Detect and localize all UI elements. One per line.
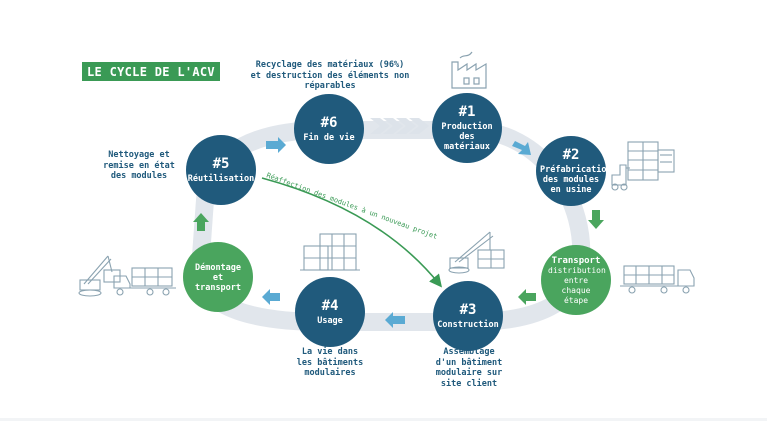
- arrow-right-icon: [266, 137, 286, 153]
- demontage-label: Démontage et transport: [194, 263, 242, 293]
- forklift-icon: [611, 141, 675, 191]
- reassignment-arrow: [261, 177, 442, 288]
- node-1: #1 Production des matériaux: [432, 93, 502, 163]
- node-2-number: #2: [562, 147, 580, 163]
- crane-icon: [448, 231, 505, 274]
- truck-icon: [620, 265, 695, 294]
- caption-cleaning: Nettoyage et remise en état des modules: [103, 150, 175, 181]
- caption-usage: La vie dans les bâtiments modulaires: [296, 347, 364, 378]
- node-transport: Transport distribution entre chaque étap…: [541, 245, 611, 315]
- node-5-number: #5: [212, 156, 230, 172]
- arrow-down-right-icon: [512, 141, 531, 155]
- transport-label: Transport: [551, 256, 601, 266]
- transport-sublabel: distribution entre chaque étape: [548, 266, 606, 305]
- arrow-down-icon: [588, 210, 604, 229]
- node-5-label: Réutilisation: [187, 174, 255, 184]
- node-2: #2 Préfabrication des modules en usine: [536, 136, 612, 206]
- arrow-left-icon-2: [262, 289, 280, 305]
- green-arrows: [193, 210, 604, 305]
- node-4-label: Usage: [317, 316, 343, 326]
- caption-assembly: Assemblage d'un bâtiment modulaire sur s…: [435, 347, 503, 389]
- node-4-number: #4: [321, 298, 339, 314]
- caption-recycling: Recyclage des matériaux (96%) et destruc…: [250, 60, 410, 91]
- node-6-number: #6: [320, 115, 338, 131]
- node-demontage: Démontage et transport: [183, 242, 253, 312]
- bottom-divider: [0, 418, 767, 421]
- dismantle-truck-icon: [78, 255, 176, 297]
- node-3-label: Construction: [437, 320, 499, 330]
- arrow-left-green-icon: [518, 289, 536, 305]
- arrow-up-icon: [193, 213, 209, 231]
- page-title: LE CYCLE DE L'ACV: [82, 62, 220, 81]
- node-4: #4 Usage: [295, 277, 365, 347]
- node-3: #3 Construction: [433, 281, 503, 351]
- node-6: #6 Fin de vie: [294, 94, 364, 164]
- reassignment-label: Réaffection des modules à un nouveau pro…: [265, 171, 438, 240]
- node-6-label: Fin de vie: [303, 133, 355, 143]
- chevrons-icon: [370, 118, 429, 134]
- node-2-label: Préfabrication des modules en usine: [540, 165, 612, 195]
- flow-arrows: [262, 137, 531, 328]
- node-1-number: #1: [458, 104, 476, 120]
- arrow-left-icon: [385, 312, 405, 328]
- node-5: #5 Réutilisation: [186, 135, 256, 205]
- node-3-number: #3: [459, 302, 477, 318]
- modular-building-icon: [300, 233, 360, 271]
- factory-icon: [451, 51, 487, 89]
- node-1-label: Production des matériaux: [441, 122, 493, 152]
